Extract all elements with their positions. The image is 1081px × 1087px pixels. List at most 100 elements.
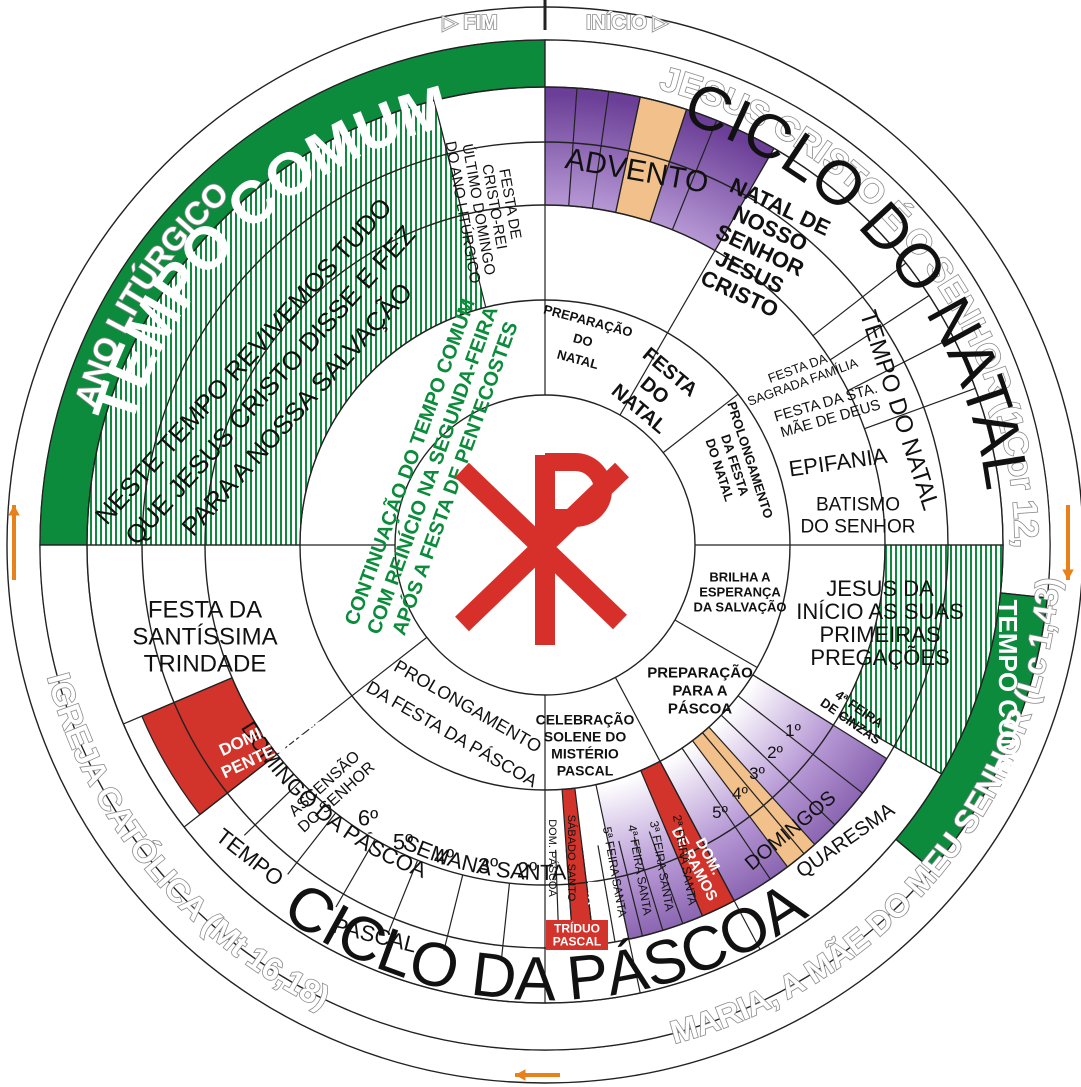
quaresma-sunday-line: 3º [749,764,765,783]
batismo-label-line: DO SENHOR [800,517,915,538]
inicio-mark-line: INÍCIO ▷ [586,11,669,34]
quaresma-week-divider [702,732,805,855]
tempo-comum-right-label-line: TEMPO COMUM [993,600,1023,801]
quaresma-sunday: 1º [785,721,801,740]
pascal-sunday: 3º [478,854,498,879]
batismo-label-line: BATISMO [816,495,900,516]
divider [659,761,706,846]
divider [615,877,641,994]
divider [351,636,428,697]
sabado-santo-label: SÁBADO SANTO [565,815,578,902]
pascal-sunday-line: 2º [517,858,537,883]
pascal-sunday: 2º [517,858,537,883]
fim-mark-line: ▷ FIM [442,12,497,34]
quaresma-sunday: 5º [712,803,728,822]
preparacao-natal-label-line: DO [572,330,595,350]
arrow-down-right [1062,505,1074,580]
cristo-rei-label: FESTA DECRISTO-REIÚLTIMO DOMINGODO ANO L… [442,131,531,284]
triduo-label-line: TRÍDUO [554,921,600,936]
semana-day-divider [597,845,616,942]
divider [864,387,976,430]
divider [704,844,761,950]
tempo-comum-right-text-line: INÍCIO AS SUAS [796,599,964,624]
quaresma-sunday: 4º [732,784,748,803]
pascal-week-divider [243,780,301,836]
celebracao-label-line: SOLENE DO [544,728,627,744]
pascal-week-divider [443,874,464,951]
brilha-label-line: DA SALVAÇÃO [694,600,787,615]
dom-pascoa-label-line: DOM. PÁSCOA [546,819,559,897]
quaresma-week-divider [720,714,836,826]
trindade-label-line: FESTA DA [148,596,262,623]
quaresma-week-divider [737,695,863,794]
quaresma-sunday-line: 1º [785,721,801,740]
quaresma-outer-line [141,141,949,949]
advento-week-divider [568,88,578,206]
sabado-santo-label-line: SÁBADO SANTO [565,815,578,902]
pascal-sunday-line: 6º [358,806,378,831]
arrow-left-bottom [515,1069,560,1081]
tempo-comum-right-text-line: JESUS DA [826,576,934,601]
divider [276,695,353,755]
pascal-sunday: 5º [393,830,413,855]
quaresma-sunday-line: 5º [712,803,728,822]
sexta-santa-label: 6ª FEIRA SANTA [585,811,599,905]
quaresma-sunday-line: 2º [767,743,783,762]
fim-mark: ▷ FIM [442,12,497,34]
triduo-box [546,920,608,950]
chi-rho-loop [545,453,612,527]
advento-week-divider [671,120,718,230]
pascal-week-divider [387,860,419,933]
divider [433,100,464,216]
pascal-sunday-line: 3º [478,854,498,879]
quaresma-sunday: 2º [767,743,783,762]
pascal-sunday-line: 5º [393,830,413,855]
semana-day-divider [648,831,684,924]
pascal-sunday: 6º [358,806,378,831]
pascal-week-divider [287,812,337,875]
semana-day-divider [633,836,664,931]
inicio-mark: INÍCIO ▷ [586,11,669,34]
cycle-divider [1000,592,1048,599]
tempo-comum-right-text-line: PREGAÇÕES [810,645,949,670]
arrow-left-bottom-head [515,1069,526,1081]
divider [123,677,233,725]
divider [714,148,775,251]
semana-day-divider [663,825,704,917]
natal-feast-divider [829,295,930,361]
trindade-label-line: TRINDADE [144,650,267,677]
pascal-week-divider [500,883,511,961]
divider [666,250,716,334]
quaresma-sunday-line: 4º [732,784,748,803]
advento-week-divider [649,109,688,222]
cycle-divider [895,838,933,871]
quaresma-sunday: 3º [749,764,765,783]
pascal-sunday-line: 4º [434,845,454,870]
natal-feast-divider [847,336,954,392]
divider [674,619,758,669]
pascal-sunday: 4º [434,845,454,870]
dom-pascoa-label: DOM. PÁSCOA [546,819,559,897]
divider [752,674,834,726]
quaresma-week-divider [681,747,771,880]
tempo-comum-right-text-line: PRIMEIRAS [819,622,940,647]
preparacao-pascoa-label-line: PÁSCOA [668,700,732,717]
pascal-week-divider [335,839,376,908]
triduo-label-line: PASCAL [553,935,601,949]
sexta-santa-label-line: 6ª FEIRA SANTA [585,811,599,905]
celebracao-label-line: CELEBRAÇÃO [536,710,635,727]
semana-day-divider [618,840,644,937]
divider [662,393,739,454]
brilha-label-line: ESPERANÇA [699,585,781,600]
chi-rho-symbol [455,453,629,645]
arrow-up-left [8,505,20,580]
preparacao-pascoa-label-line: PARA A [672,682,727,699]
arrow-up-left-head [8,505,20,516]
